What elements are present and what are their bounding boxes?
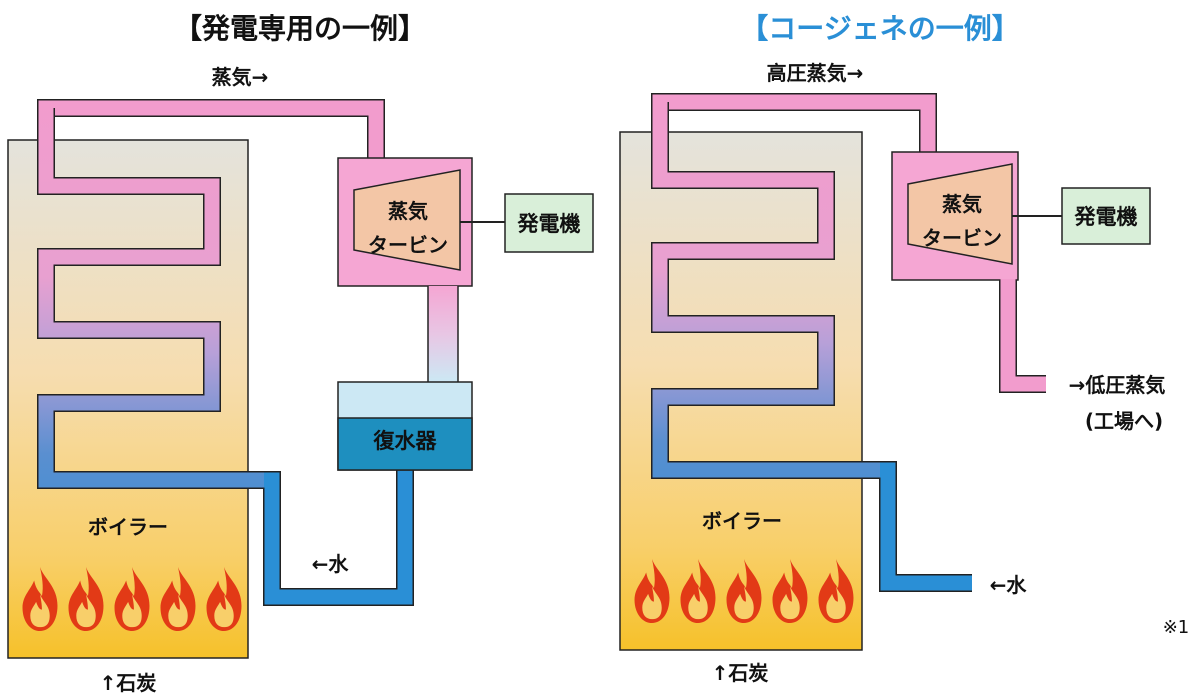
right-lowsteam-label-2: (工場へ) [1085, 409, 1163, 433]
right-lowsteam-label-1: →低圧蒸気 [1069, 373, 1166, 397]
right-turbine-label-1: 蒸気 [942, 192, 982, 216]
left-boiler-label: ボイラー [88, 515, 168, 539]
right-turbine-label-2: タービン [922, 226, 1002, 250]
footnote-marker: ※1 [1163, 617, 1190, 638]
left-turbine-label-1: 蒸気 [388, 199, 428, 223]
right-boiler-label: ボイラー [702, 509, 782, 533]
right-generator-label: 発電機 [1074, 205, 1138, 229]
left-title: 【発電専用の一例】 [174, 12, 426, 45]
left-generator [504, 193, 594, 253]
right-steam-label: 高圧蒸気→ [767, 61, 864, 85]
right-diagram: 【コージェネの一例】 蒸気 タービン 発電機 高圧蒸気→ →低圧蒸気 (工場へ)… [619, 12, 1166, 685]
left-condenser-label: 復水器 [373, 429, 438, 453]
left-turbine-shape [353, 169, 461, 271]
left-diagram: 【発電専用の一例】 蒸気 タービン 発電機 復水器 蒸気→ ボイラー ←水 ↑石… [7, 12, 594, 695]
left-turbine-label-2: タービン [368, 233, 448, 257]
left-water-pipe [264, 470, 413, 605]
right-generator [1061, 187, 1151, 245]
right-lowsteam-pipe [1000, 279, 1046, 392]
left-condenser-water [337, 417, 473, 471]
left-water-label: ←水 [312, 552, 350, 576]
right-coil [652, 102, 888, 478]
right-turbine-shape [907, 163, 1013, 265]
left-exhaust-pipe [428, 286, 458, 382]
left-coil [38, 108, 272, 488]
right-title: 【コージェネの一例】 [740, 12, 1019, 45]
right-water-label: ←水 [990, 573, 1028, 597]
left-steam-label: 蒸気→ [212, 65, 269, 89]
right-water-pipe [880, 462, 972, 591]
right-coal-label: ↑石炭 [712, 661, 769, 685]
left-coal-label: ↑石炭 [100, 671, 157, 695]
left-generator-label: 発電機 [517, 212, 581, 236]
